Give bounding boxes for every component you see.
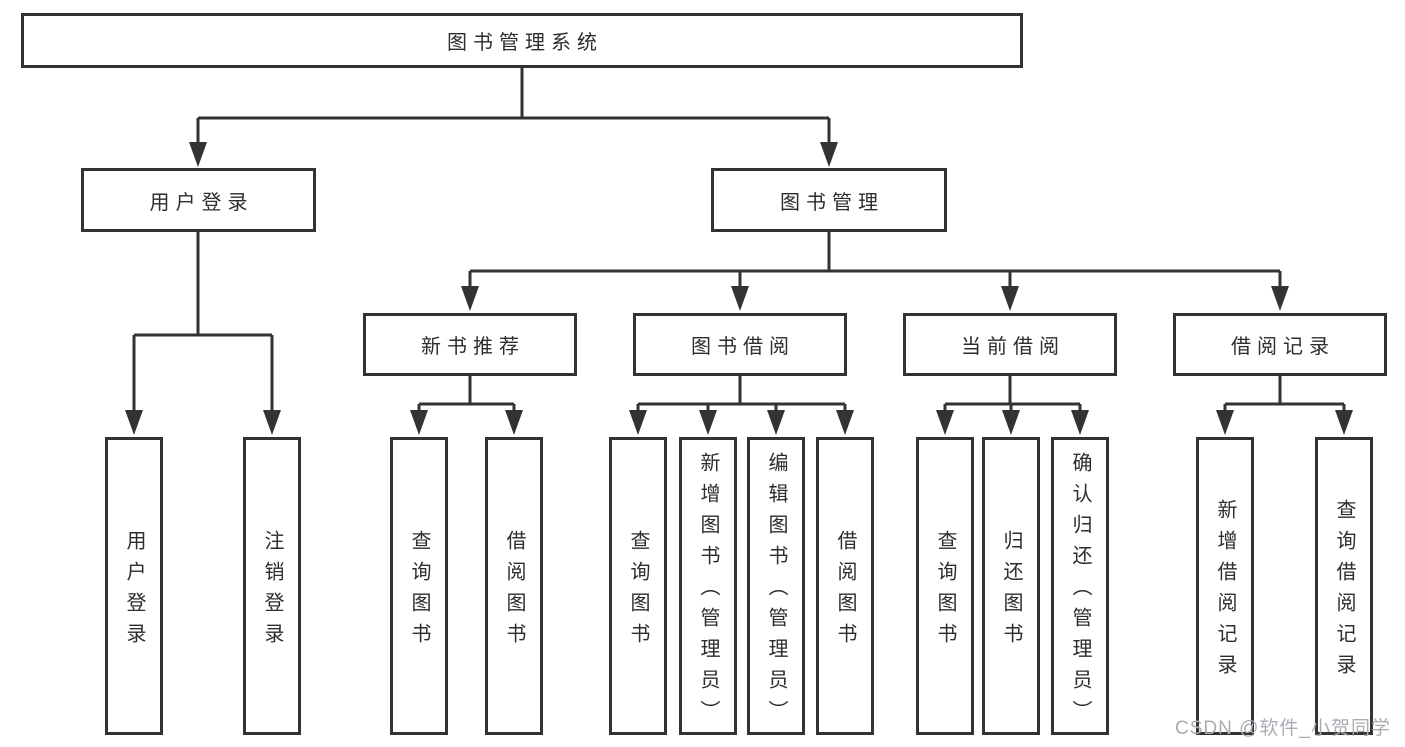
leaf-confirm-return-admin: 确认归还（管理员）: [1051, 437, 1109, 735]
node-label: 图书管理: [780, 191, 884, 214]
node-label: 归还图书: [1000, 529, 1022, 654]
node-label: 编辑图书（管理员）: [765, 452, 787, 731]
node-book-management: 图书管理: [711, 168, 947, 232]
leaf-borrow-books: 借阅图书: [485, 437, 543, 735]
node-label: 用户登录: [123, 529, 145, 654]
node-label: 新增图书（管理员）: [697, 452, 719, 731]
node-label: 查询图书: [408, 529, 430, 654]
leaf-query-books: 查询图书: [609, 437, 667, 735]
csdn-watermark: CSDN @软件_小贺同学: [1175, 718, 1391, 739]
node-label: 新书推荐: [421, 336, 525, 358]
leaf-query-books: 查询图书: [390, 437, 448, 735]
leaf-user-login: 用户登录: [105, 437, 163, 735]
leaf-logout: 注销登录: [243, 437, 301, 735]
node-book-borrowing: 图书借阅: [633, 313, 847, 376]
node-user-login: 用户登录: [81, 168, 316, 232]
leaf-query-borrow-record: 查询借阅记录: [1315, 437, 1373, 735]
node-label: 注销登录: [261, 529, 283, 654]
leaf-edit-books-admin: 编辑图书（管理员）: [747, 437, 805, 735]
node-label: 用户登录: [149, 191, 254, 214]
leaf-add-books-admin: 新增图书（管理员）: [679, 437, 737, 735]
node-library-management-system: 图书管理系统: [21, 13, 1023, 68]
leaf-borrow-books: 借阅图书: [816, 437, 874, 735]
node-new-book-recommendation: 新书推荐: [363, 313, 577, 376]
leaf-return-books: 归还图书: [982, 437, 1040, 735]
node-label: 新增借阅记录: [1214, 498, 1236, 685]
node-label: 借阅记录: [1231, 336, 1335, 358]
node-label: 确认归还（管理员）: [1069, 452, 1091, 731]
node-current-borrowing: 当前借阅: [903, 313, 1117, 376]
node-label: 当前借阅: [961, 336, 1065, 358]
node-label: 查询图书: [934, 529, 956, 654]
node-label: 借阅图书: [834, 529, 856, 654]
leaf-add-borrow-record: 新增借阅记录: [1196, 437, 1254, 735]
node-label: 查询借阅记录: [1333, 498, 1355, 685]
node-label: 查询图书: [627, 529, 649, 654]
node-label: 图书管理系统: [447, 32, 603, 54]
node-label: 借阅图书: [503, 529, 525, 654]
leaf-query-books: 查询图书: [916, 437, 974, 735]
node-borrowing-records: 借阅记录: [1173, 313, 1387, 376]
node-label: 图书借阅: [691, 336, 795, 358]
